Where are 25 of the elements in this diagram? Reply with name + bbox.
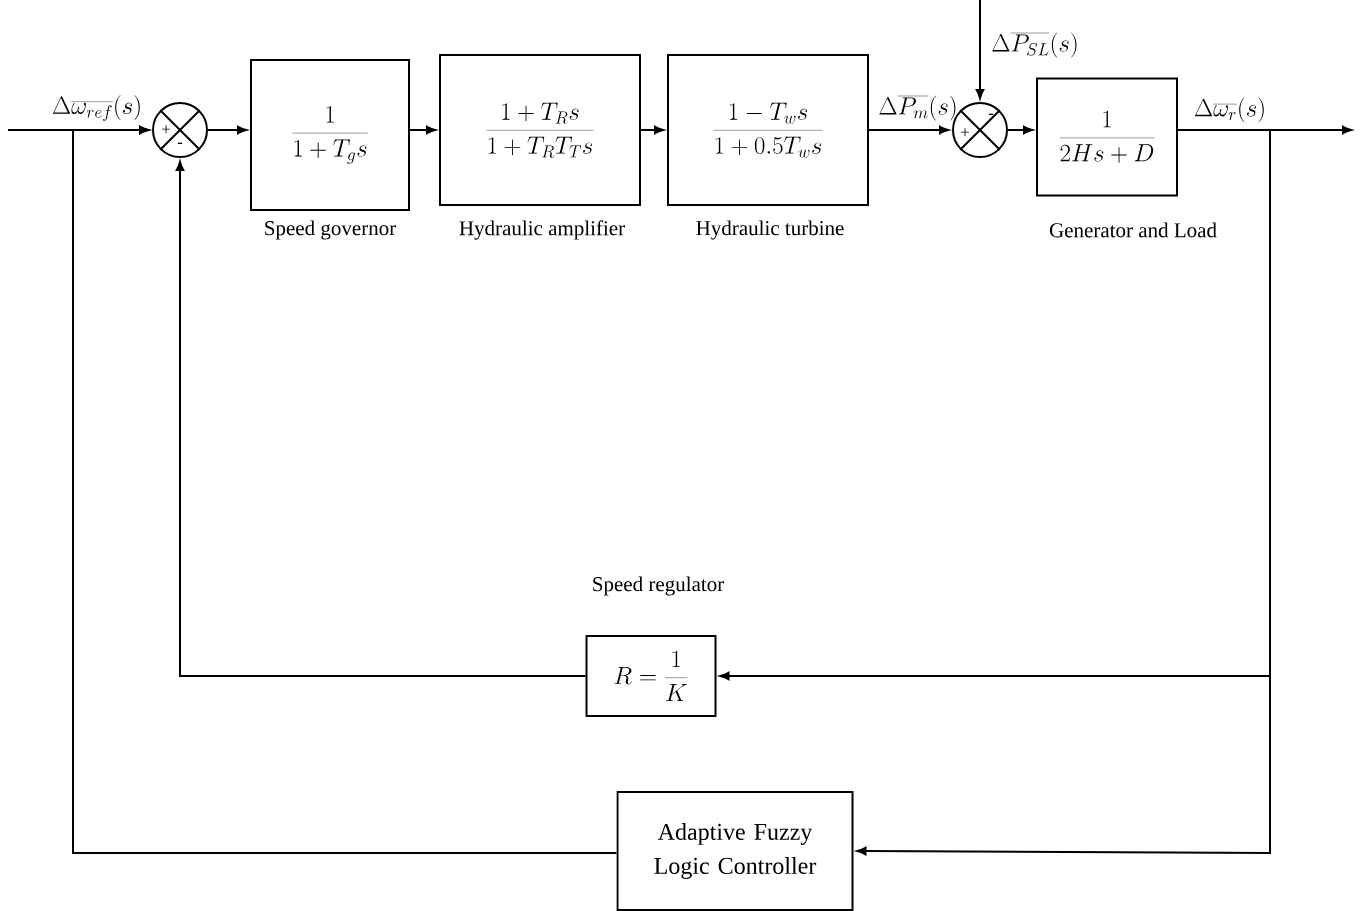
- signal-label: $\Delta\overline{P_{m}}(s)$: [879, 95, 956, 121]
- block-label: Speed regulator: [593, 576, 724, 596]
- transfer-function-box: $\frac{1-T_{w}s}{1+0.5T_{w}s}$: [667, 54, 869, 206]
- controller-box: Adaptive Fuzzy Logic Controller: [616, 791, 854, 911]
- transfer-function-box: $\frac{1}{1+T_{g}s}$: [250, 59, 410, 211]
- arrow: [409, 125, 436, 135]
- block-label: Hydraulic turbine: [696, 220, 844, 240]
- signal-label: $\Delta\overline{\omega_{ref}}(s)$: [52, 95, 140, 122]
- arrow: [175, 161, 587, 677]
- signal-label: $\Delta\overline{\omega_{r}}(s)$: [1194, 97, 1264, 123]
- block-label: Speed governor: [265, 220, 396, 240]
- arrow: [975, 0, 985, 99]
- signal-label: $\Delta\overline{P_{SL}}(s)$: [992, 32, 1077, 58]
- transfer-function-box: $R=\frac{1}{K}$: [585, 635, 717, 717]
- arrow: [868, 125, 949, 135]
- arrow: [207, 125, 247, 135]
- transfer-function-box: $\frac{1}{2Hs+D}$: [1036, 77, 1178, 197]
- summing-junction: + -: [152, 102, 208, 158]
- block-label: Generator and Load: [1049, 222, 1217, 238]
- arrow: [640, 125, 664, 135]
- arrow: [856, 129, 1271, 856]
- arrow: [1007, 125, 1033, 135]
- transfer-function-box: $\frac{1+T_{R}s}{1+T_{R}T_{T}s}$: [439, 54, 641, 206]
- arrow: [72, 125, 618, 854]
- block-label: Hydraulic amplifier: [459, 220, 625, 240]
